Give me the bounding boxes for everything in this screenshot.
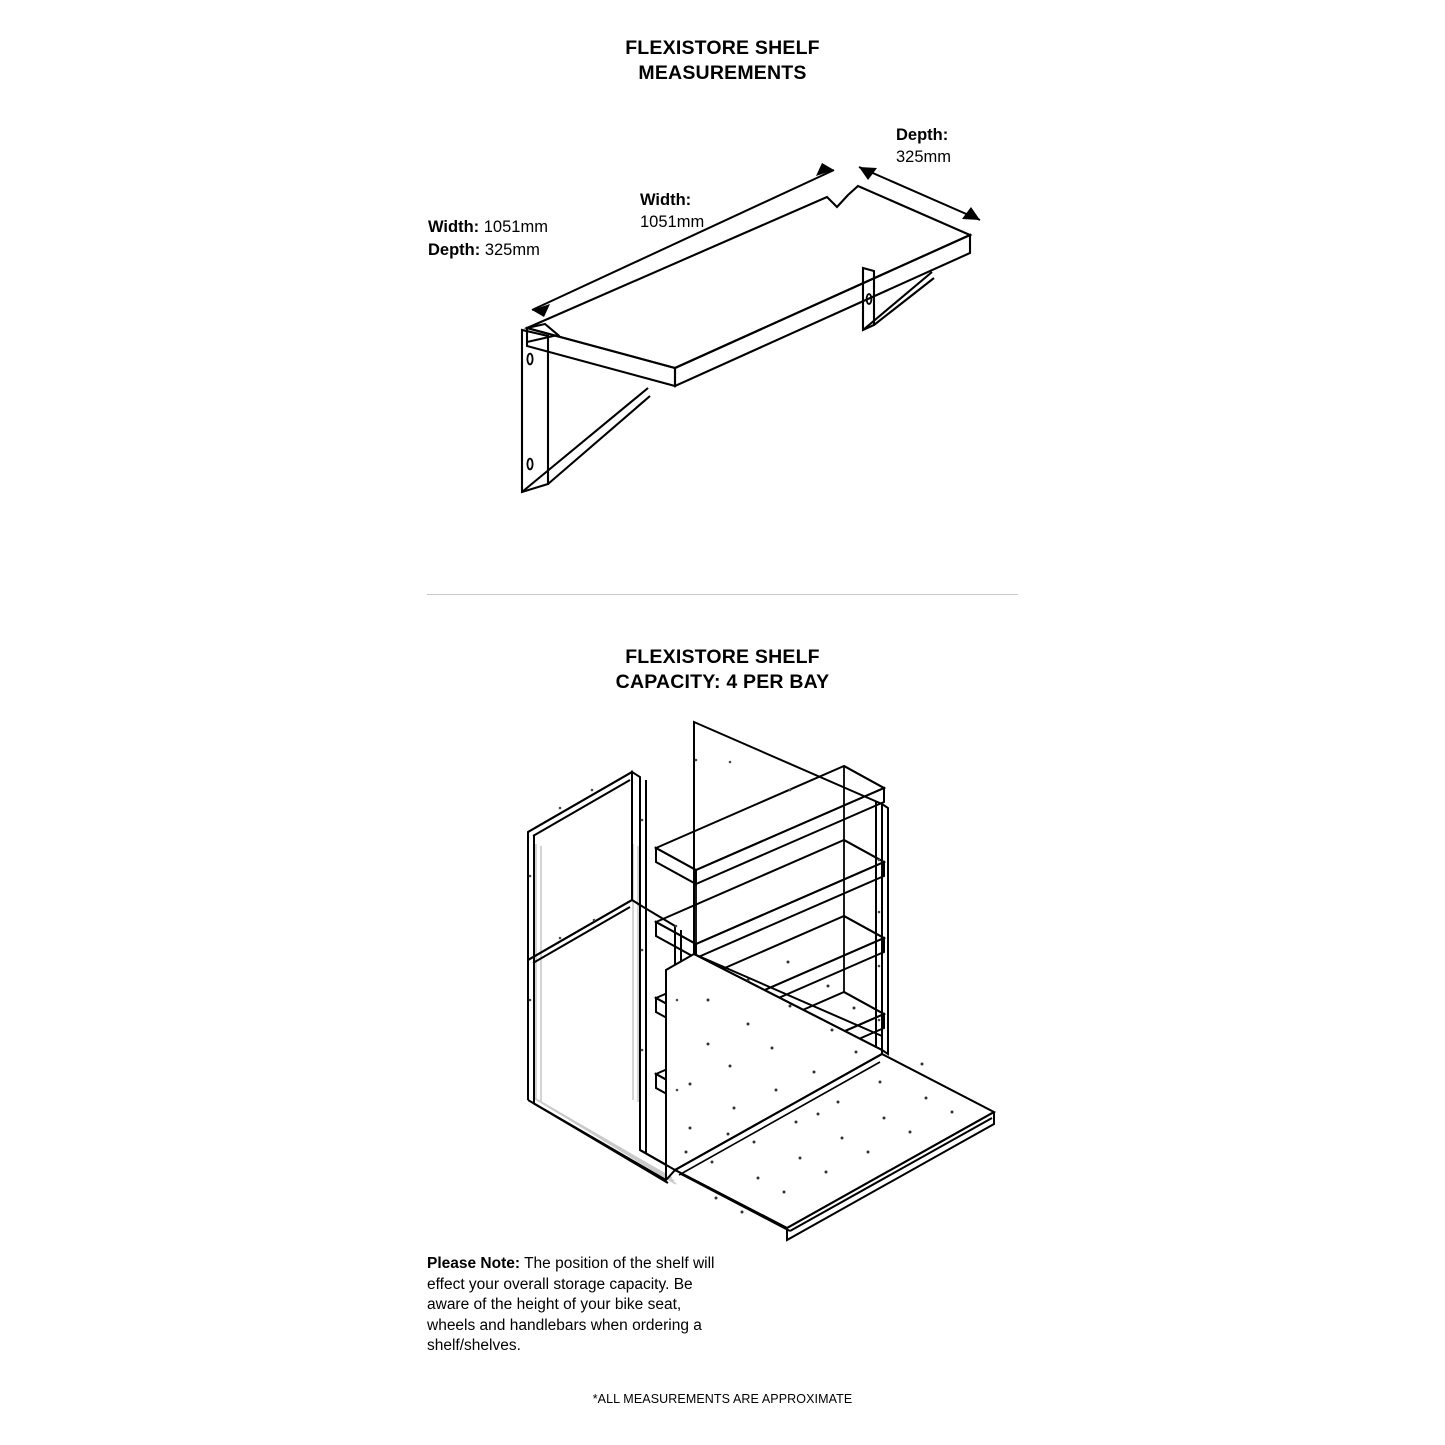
width-value: 1051mm	[479, 218, 548, 236]
dimension-summary: Width: 1051mm Depth: 325mm	[428, 216, 548, 262]
width-arrowhead-left	[532, 304, 550, 317]
bay-shelf-2-front-thickness	[695, 860, 885, 960]
bay-shelf-1-front-thickness	[695, 786, 885, 886]
depth-dimension-arrow	[858, 166, 981, 221]
shelf-top-face	[523, 184, 973, 370]
approximate-measurements-disclaimer: *ALL MEASUREMENTS ARE APPROXIMATE	[592, 1392, 853, 1406]
bay-shelf-3-rear-edge	[843, 915, 885, 939]
please-note-lead: Please Note:	[427, 1255, 521, 1272]
bay-shelf-1-rear-edge	[843, 765, 885, 789]
depth-arrowhead-lower	[962, 207, 980, 220]
bay-left-bottom-edge-inner	[532, 1102, 669, 1184]
right-bracket-hole	[865, 293, 873, 305]
width-callout: Width: 1051mm	[640, 189, 704, 233]
shelf-back-lip-detail	[526, 322, 561, 344]
width-callout-value: 1051mm	[640, 213, 705, 231]
width-callout-label: Width:	[640, 191, 692, 209]
bay-ramp-left-edge-inner	[680, 1173, 791, 1232]
depth-label: Depth:	[428, 241, 481, 259]
width-label: Width:	[428, 218, 480, 236]
capacity-title-line-2: CAPACITY: 4 PER BAY	[615, 671, 830, 693]
bay-shelf-1	[653, 764, 887, 886]
bay-floor-perforations	[684, 960, 954, 1214]
depth-callout: Depth: 325mm	[896, 124, 951, 168]
storage-bay-diagram	[527, 720, 997, 1242]
right-bracket-gusset-edge	[862, 271, 933, 331]
depth-callout-value: 325mm	[896, 148, 952, 166]
bay-left-mid-rail-outer	[527, 899, 633, 961]
section-divider	[427, 594, 1018, 595]
capacity-section-title: FLEXISTORE SHELF CAPACITY: 4 PER BAY	[0, 645, 1445, 695]
bay-divider-shoulder	[631, 899, 641, 906]
bay-left-top-edge-inner	[532, 779, 631, 837]
depth-value: 325mm	[480, 241, 540, 259]
left-bracket-gusset-inner-edge	[547, 395, 651, 485]
bay-left-top-edge-outer	[527, 771, 633, 833]
bay-shelf-2-rear-edge	[843, 839, 885, 863]
capacity-title-line-1: FLEXISTORE SHELF	[625, 646, 820, 668]
bay-hidden-lines	[533, 844, 677, 1185]
depth-arrowhead-upper	[859, 167, 877, 180]
measurements-title-line-2: MEASUREMENTS	[638, 62, 807, 84]
bay-shelf-2	[653, 838, 887, 960]
width-arrowhead-right	[816, 163, 834, 176]
bay-ramp-hinge-line-inner	[678, 1061, 881, 1176]
width-dimension-arrow	[531, 163, 835, 317]
please-note-block: Please Note: The position of the shelf w…	[427, 1254, 717, 1357]
measurements-title-line-1: FLEXISTORE SHELF	[625, 37, 820, 59]
shelf-left-end-thickness	[525, 326, 677, 388]
bay-ramp-front-edge-inner	[789, 1117, 993, 1232]
bay-shelf-1-left-thickness	[655, 846, 697, 886]
measurements-section-title: FLEXISTORE SHELF MEASUREMENTS	[0, 36, 1445, 86]
left-bracket-wall-plate	[520, 328, 550, 494]
bay-right-wall-thickness	[881, 802, 889, 1056]
bay-left-mid-rail-inner	[532, 906, 631, 964]
bay-frame-fixings	[528, 758, 881, 1092]
bay-ramp-front-edge	[786, 1111, 995, 1229]
bay-shelf-4-rear-edge	[843, 991, 885, 1015]
left-bracket-hole-lower	[526, 457, 534, 471]
dimension-summary-width: Width: 1051mm	[428, 216, 548, 239]
left-bracket-hole-upper	[526, 352, 534, 366]
please-note-body: The position of the shelf will effect yo…	[427, 1255, 715, 1354]
bay-left-panel-top-rail	[527, 770, 633, 962]
bay-ramp-front-thickness	[786, 1112, 995, 1242]
bay-ramp-rear-inner	[881, 1053, 991, 1111]
left-bracket-gusset-edge	[521, 387, 649, 493]
dimension-summary-depth: Depth: 325mm	[428, 239, 548, 262]
wall-shelf-diagram	[520, 163, 981, 494]
right-bracket-gusset-inner-edge	[873, 277, 935, 326]
bay-floor-rear-edge	[693, 953, 883, 1051]
depth-callout-label: Depth:	[896, 126, 949, 144]
bay-ramp-hinge-line	[674, 1053, 883, 1171]
shelf-front-thickness	[673, 233, 972, 388]
